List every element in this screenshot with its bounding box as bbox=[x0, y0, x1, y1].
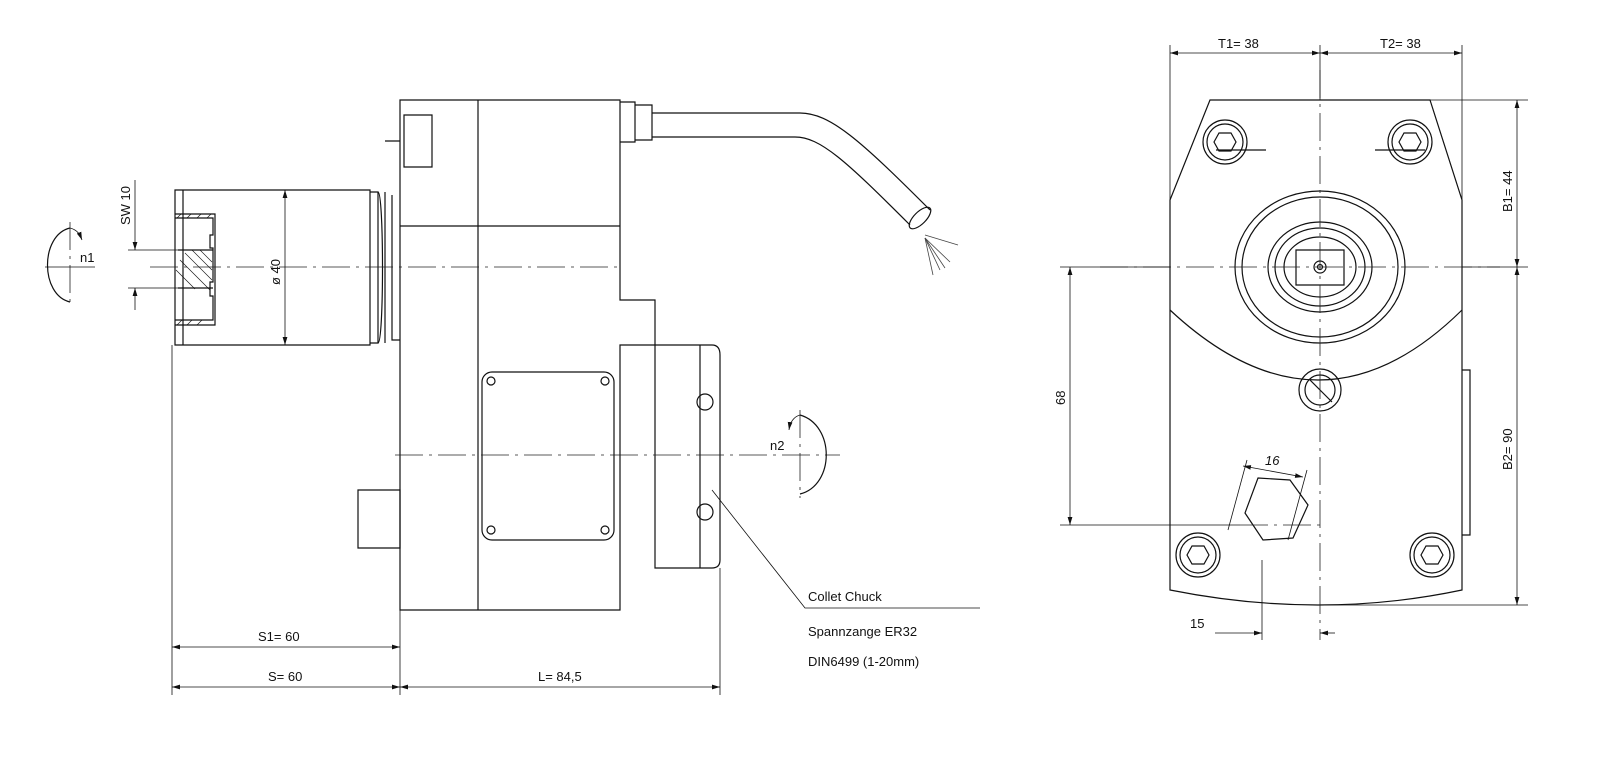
note-din: DIN6499 (1-20mm) bbox=[808, 654, 919, 669]
sw-dimension: SW 10 bbox=[118, 186, 133, 225]
h68-dimension: 68 bbox=[1053, 391, 1068, 405]
note-spannzange: Spannzange ER32 bbox=[808, 624, 917, 639]
s-dimension: S= 60 bbox=[268, 669, 302, 684]
w16-dimension: 16 bbox=[1265, 453, 1280, 468]
note-collet-chuck: Collet Chuck bbox=[808, 589, 882, 604]
side-view: n1 n2 SW 10 ø 40 S1= 60 S= 60 L= 84,5 Co… bbox=[45, 99, 980, 695]
s1-dimension: S1= 60 bbox=[258, 629, 300, 644]
l-dimension: L= 84,5 bbox=[538, 669, 582, 684]
w15-dimension: 15 bbox=[1190, 616, 1204, 631]
rotation-label-n1: n1 bbox=[80, 250, 94, 265]
b2-dimension: B2= 90 bbox=[1500, 428, 1515, 470]
front-view: T1= 38 T2= 38 B1= 44 B2= 90 68 16 15 bbox=[1053, 36, 1528, 640]
diameter-dimension: ø 40 bbox=[268, 259, 283, 285]
t1-dimension: T1= 38 bbox=[1218, 36, 1259, 51]
rotation-label-n2: n2 bbox=[770, 438, 784, 453]
t2-dimension: T2= 38 bbox=[1380, 36, 1421, 51]
b1-dimension: B1= 44 bbox=[1500, 170, 1515, 212]
